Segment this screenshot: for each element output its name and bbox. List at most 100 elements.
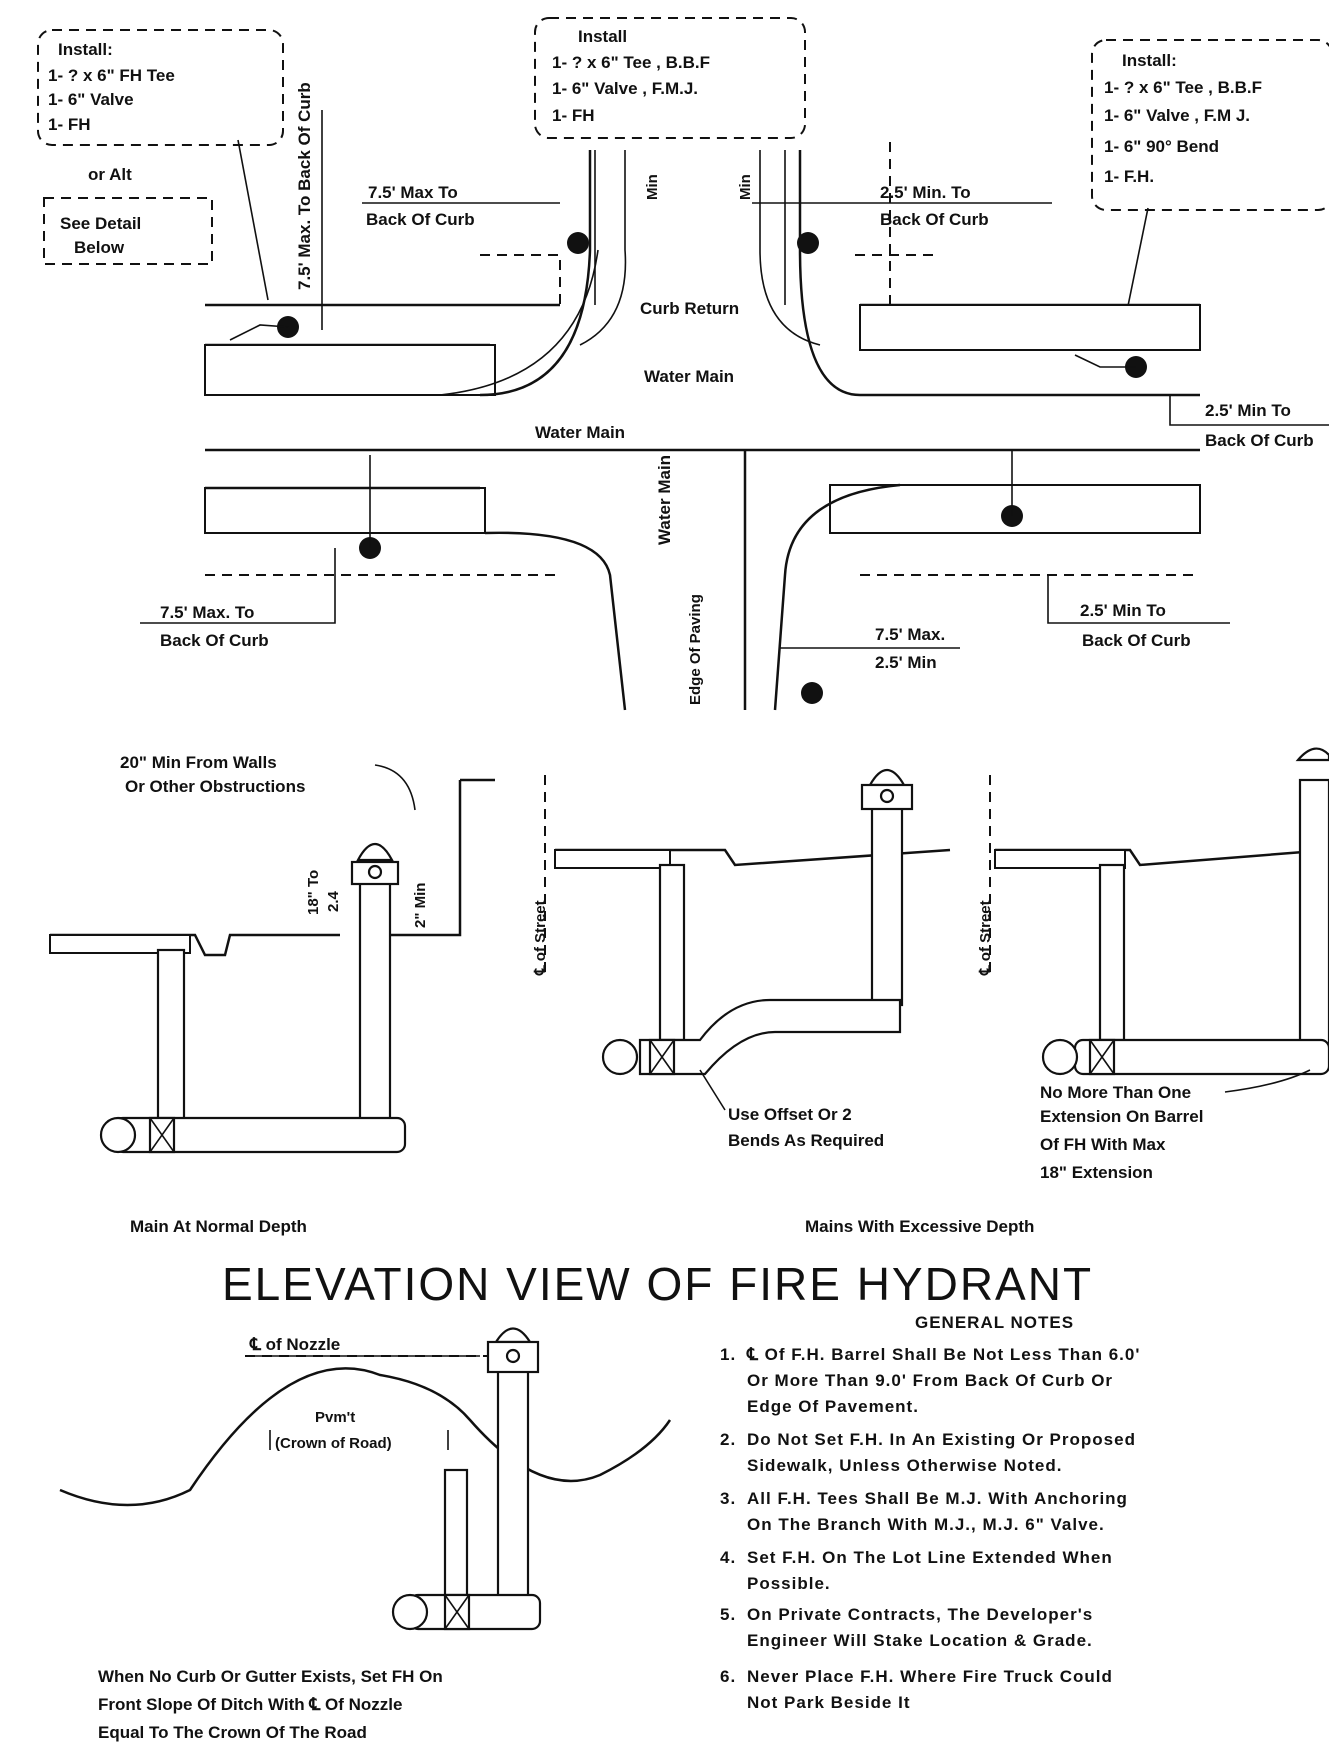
main-end-normal bbox=[99, 1116, 137, 1154]
dim-18-to: 18" To bbox=[305, 870, 322, 915]
note-1-line-3: Edge Of Pavement. bbox=[747, 1397, 919, 1416]
curb-face-right bbox=[759, 150, 821, 346]
note-3-line-2: On The Branch With M.J., M.J. 6" Valve. bbox=[747, 1515, 1105, 1534]
centerline-street-label-b: ℄ of Street bbox=[977, 900, 994, 976]
hydrant-barrel-offset bbox=[870, 803, 904, 1007]
pavement-offset bbox=[554, 849, 671, 869]
callout-left-line-1: Install: bbox=[58, 40, 113, 59]
main-end-offset bbox=[601, 1038, 639, 1076]
valve-cross-offset bbox=[649, 1039, 675, 1075]
callout-center-line-4: 1- FH bbox=[552, 106, 595, 125]
callout-right-box bbox=[1091, 39, 1329, 211]
general-notes: GENERAL NOTES 1. ℄ Of F.H. Barrel Shall … bbox=[720, 1313, 1140, 1712]
water-main-label-b: Water Main bbox=[535, 423, 625, 442]
hydrant-barrel-ditch bbox=[496, 1368, 530, 1612]
curb-return-left-inner bbox=[439, 249, 599, 396]
note-4-line-2: Possible. bbox=[747, 1574, 831, 1593]
max-min-small-line-2: 2.5' Min bbox=[875, 653, 937, 672]
edge-of-paving-label: Edge Of Paving bbox=[687, 594, 704, 705]
branch-pipe-ditch bbox=[408, 1593, 542, 1631]
pavement-normal bbox=[49, 934, 191, 954]
see-detail-line-1: See Detail bbox=[60, 214, 141, 233]
caption-excessive-depth: Mains With Excessive Depth bbox=[805, 1217, 1034, 1236]
main-end-extension bbox=[1041, 1038, 1079, 1076]
hydrant-bonnet-ditch bbox=[494, 1327, 532, 1344]
note-6-number: 6. bbox=[720, 1667, 736, 1686]
pavement-ticks bbox=[269, 1430, 449, 1450]
note-4-line-1: Set F.H. On The Lot Line Extended When bbox=[747, 1548, 1113, 1567]
offset-note-line-1: Use Offset Or 2 bbox=[728, 1105, 852, 1124]
main-end-ditch bbox=[391, 1593, 429, 1631]
sidewalk-upper-right bbox=[859, 304, 1201, 351]
caption-normal-depth: Main At Normal Depth bbox=[130, 1217, 307, 1236]
elevation-offset: ℄ of Street Use Offset Or 2 Bends As Req… bbox=[532, 768, 951, 1150]
ditch-detail: ℄ of Nozzle Pvm't (Crown of Road) When N… bbox=[59, 1327, 672, 1742]
callout-center-line-2: 1- ? x 6" Tee , B.B.F bbox=[552, 53, 710, 72]
centerline-street-label-a: ℄ of Street bbox=[532, 900, 549, 976]
min-to-curb-a-line-1: 2.5' Min. To bbox=[880, 183, 971, 202]
callout-left-line-3: 1- 6" Valve bbox=[48, 90, 134, 109]
curb-return-right bbox=[798, 150, 861, 397]
note-3-number: 3. bbox=[720, 1489, 736, 1508]
dim-lower-right bbox=[1047, 575, 1230, 624]
dim-2-min: 2" Min bbox=[412, 883, 429, 928]
extension-note-line-1: No More Than One bbox=[1040, 1083, 1191, 1102]
extension-note-line-2: Extension On Barrel bbox=[1040, 1107, 1203, 1126]
max-to-curb-a-line-1: 7.5' Max To bbox=[368, 183, 458, 202]
note-4-number: 4. bbox=[720, 1548, 736, 1567]
min-label-b: Min bbox=[737, 174, 754, 200]
curb-face-left bbox=[579, 150, 627, 346]
pavement-extension bbox=[994, 849, 1126, 869]
sidewalk-upper-left bbox=[204, 344, 496, 396]
curb-return-left bbox=[479, 150, 592, 397]
lot-line-left bbox=[480, 254, 561, 305]
hydrant-upper-center-right bbox=[797, 232, 819, 254]
ditch-caption-line-3: Equal To The Crown Of The Road bbox=[98, 1723, 367, 1742]
callout-center-line-1: Install bbox=[578, 27, 627, 46]
max-to-curb-b-line-2: Back Of Curb bbox=[160, 631, 269, 650]
min-label-a: Min bbox=[644, 174, 661, 200]
water-main-label-a: Water Main bbox=[644, 367, 734, 386]
curb-return-lower-right bbox=[773, 483, 901, 711]
callout-right-line-3: 1- 6" Valve , F.M J. bbox=[1104, 106, 1250, 125]
hydrant-nozzle-offset bbox=[879, 788, 895, 804]
main-riser-offset bbox=[658, 863, 686, 1042]
wall bbox=[370, 780, 462, 937]
curb-return-lower-left bbox=[484, 531, 627, 711]
hydrant-bonnet-extension bbox=[1295, 747, 1329, 762]
callout-right-line-4: 1- 6" 90° Bend bbox=[1104, 137, 1219, 156]
max-to-curb-vertical: 7.5' Max. To Back Of Curb bbox=[295, 82, 314, 290]
branch-upper-right bbox=[1074, 354, 1136, 368]
callout-right-line-2: 1- ? x 6" Tee , B.B.F bbox=[1104, 78, 1262, 97]
elevation-normal-depth: 20" Min From Walls Or Other Obstructions… bbox=[49, 753, 495, 1236]
pavement-label-line-1: Pvm't bbox=[315, 1409, 355, 1426]
note-5-line-1: On Private Contracts, The Developer's bbox=[747, 1605, 1093, 1624]
or-alt-label: or Alt bbox=[88, 165, 132, 184]
min-to-curb-b-line-1: 2.5' Min To bbox=[1080, 601, 1166, 620]
curb-return-label: Curb Return bbox=[640, 299, 739, 318]
min-to-curb-right-line-1: 2.5' Min To bbox=[1205, 401, 1291, 420]
extension-note-line-3: Of FH With Max bbox=[1040, 1135, 1166, 1154]
extension-leader bbox=[1224, 1069, 1311, 1093]
sidewalk-lower-left bbox=[204, 487, 486, 534]
clearance-line-2: Or Other Obstructions bbox=[125, 777, 305, 796]
hydrant-head-offset bbox=[860, 783, 914, 811]
callout-center-box bbox=[534, 17, 806, 139]
note-2-line-2: Sidewalk, Unless Otherwise Noted. bbox=[747, 1456, 1062, 1475]
dim-2-4: 2.4 bbox=[325, 890, 342, 912]
elevation-extension: ℄ of Street No More Than One Extension O… bbox=[805, 747, 1329, 1236]
min-to-curb-b-line-2: Back Of Curb bbox=[1082, 631, 1191, 650]
note-5-number: 5. bbox=[720, 1605, 736, 1624]
ditch-caption-line-2: Front Slope Of Ditch With ℄ Of Nozzle bbox=[98, 1695, 402, 1714]
plan-view: Install: 1- ? x 6" FH Tee 1- 6" Valve 1-… bbox=[37, 17, 1329, 711]
note-2-number: 2. bbox=[720, 1430, 736, 1449]
valve-cross-extension bbox=[1089, 1039, 1115, 1075]
note-1-line-1: ℄ Of F.H. Barrel Shall Be Not Less Than … bbox=[746, 1345, 1140, 1364]
callout-right-line-1: Install: bbox=[1122, 51, 1177, 70]
max-min-small-line-1: 7.5' Max. bbox=[875, 625, 945, 644]
callout-right-line-5: 1- F.H. bbox=[1104, 167, 1154, 186]
main-riser-normal bbox=[156, 948, 186, 1132]
callout-left-line-4: 1- FH bbox=[48, 115, 91, 134]
